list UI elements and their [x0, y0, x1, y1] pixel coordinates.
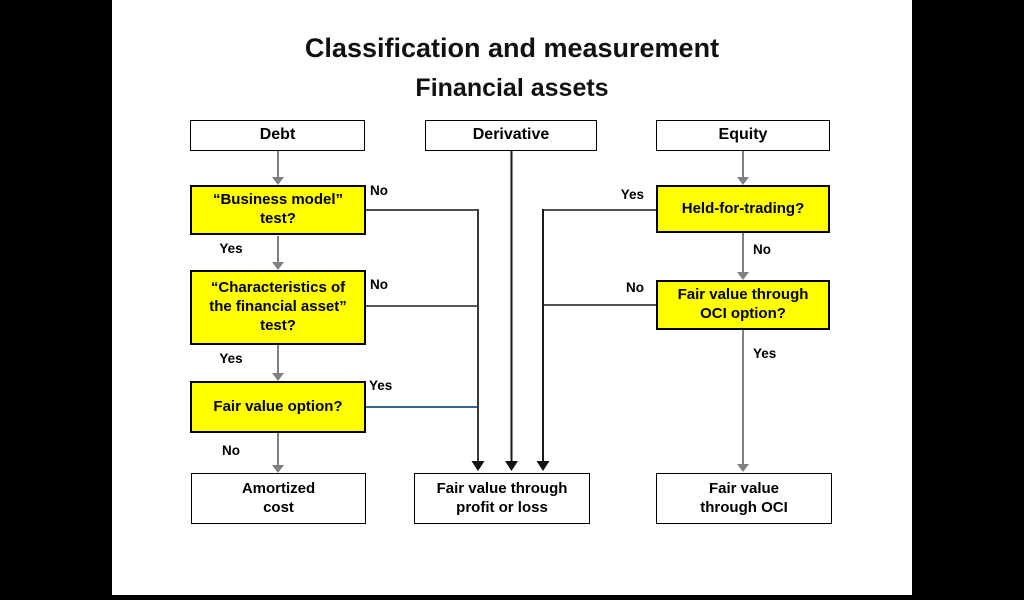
arrow-fvoci-option-yes [737, 330, 749, 472]
page-title-line2: Financial assets [415, 74, 609, 102]
connector-left-collector-vertical [471, 209, 485, 471]
arrow-held-for-trading-no [737, 233, 749, 280]
decision-box-characteristics-test: “Characteristics of the financial asset”… [190, 270, 366, 345]
arrow-business-model-yes [272, 236, 284, 270]
result-box-amortized-cost: Amortized cost [191, 473, 366, 524]
label-business-model-no: No [370, 183, 388, 198]
label-held-for-trading-no: No [753, 242, 771, 257]
label-held-for-trading-yes: Yes [620, 187, 644, 202]
decision-box-fvoci-option: Fair value through OCI option? [656, 280, 830, 330]
label-characteristics-yes: Yes [219, 351, 243, 366]
decision-box-business-model-test: “Business model” test? [190, 185, 366, 235]
label-characteristics-no: No [370, 277, 388, 292]
label-business-model-yes: Yes [219, 241, 243, 256]
result-box-fvoci: Fair value through OCI [656, 473, 832, 524]
decision-box-held-for-trading: Held-for-trading? [656, 185, 830, 233]
label-fair-value-option-yes: Yes [369, 378, 393, 393]
result-box-fvtpl: Fair value through profit or loss [414, 473, 590, 524]
label-fvoci-option-yes: Yes [753, 346, 777, 361]
arrow-characteristics-yes [272, 345, 284, 381]
connector-derivative-vertical [505, 150, 518, 471]
slide-canvas: Classification and measurement Financial… [112, 0, 912, 595]
label-fvoci-option-no: No [626, 280, 644, 295]
arrow-fair-value-option-no [272, 433, 284, 473]
connector-right-collector-vertical [536, 209, 550, 471]
label-fair-value-option-no: No [222, 443, 240, 458]
arrow-debt-to-business-model [272, 151, 284, 185]
decision-box-fair-value-option: Fair value option? [190, 381, 366, 433]
flowchart-connectors [272, 150, 749, 473]
header-box-derivative: Derivative [425, 120, 597, 151]
page-title-line1: Classification and measurement [304, 33, 720, 63]
arrow-equity-to-held-for-trading [737, 151, 749, 185]
header-box-equity: Equity [656, 120, 830, 151]
header-box-debt: Debt [190, 120, 365, 151]
